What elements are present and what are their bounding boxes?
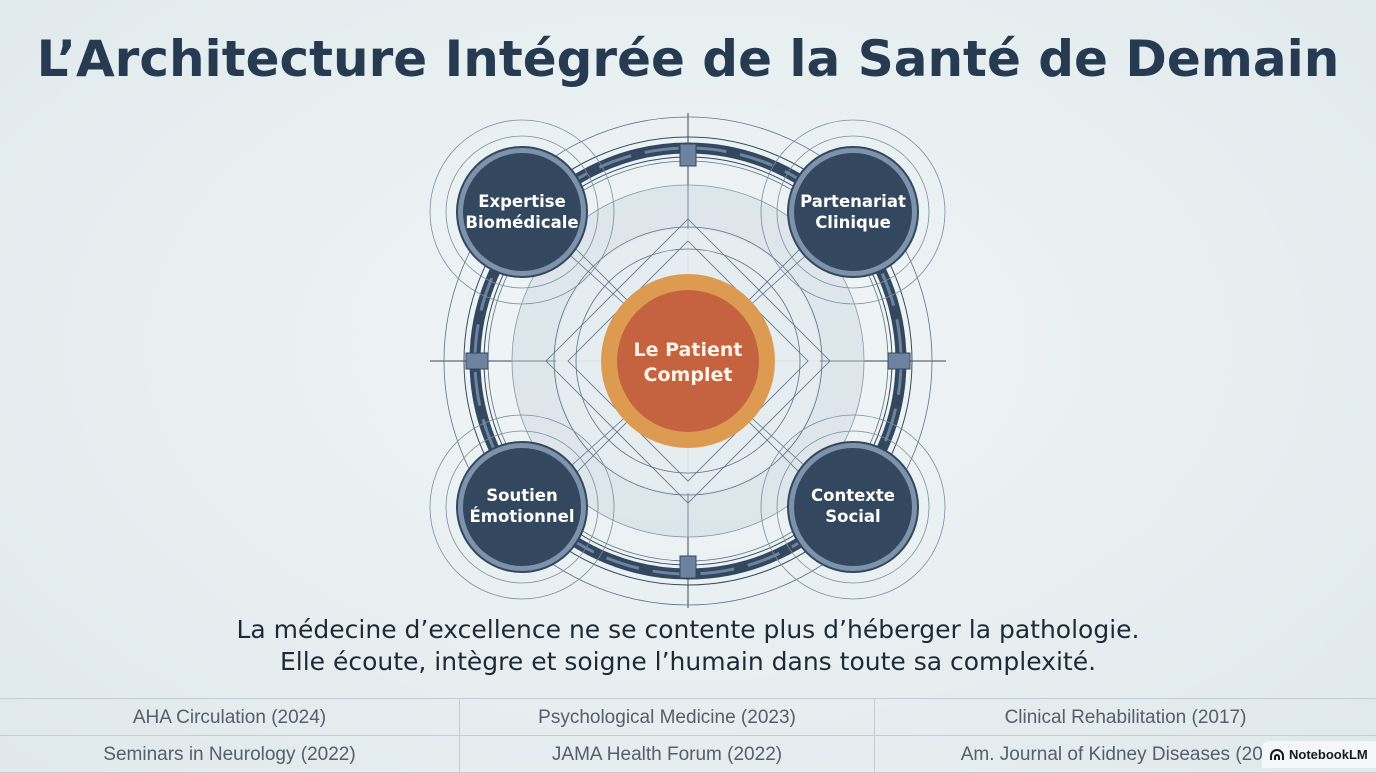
node-soutien — [429, 414, 615, 600]
node-label-partenariat: Partenariat Clinique — [788, 191, 918, 233]
reference-cell: Psychological Medicine (2023) — [460, 699, 875, 736]
reference-cell: Seminars in Neurology (2022) — [0, 736, 460, 773]
node-label-line: Biomédicale — [465, 213, 579, 232]
node-expertise — [429, 119, 615, 305]
notebooklm-logo-icon — [1270, 748, 1284, 760]
tagline-line: Elle écoute, intègre et soigne l’humain … — [279, 647, 1097, 676]
node-label-line: Expertise — [478, 192, 566, 211]
center-node — [617, 290, 759, 432]
outer-ring-outline — [463, 136, 913, 586]
node-contexte — [760, 414, 946, 600]
center-label-line: Complet — [643, 364, 733, 386]
references-table: AHA Circulation (2024) Psychological Med… — [0, 698, 1376, 773]
center-label: Le Patient Complet — [588, 338, 788, 388]
node-label-line: Contexte — [811, 486, 895, 505]
node-label-contexte: Contexte Social — [788, 485, 918, 527]
node-label-line: Soutien — [486, 486, 558, 505]
notebooklm-badge: NotebookLM — [1262, 741, 1376, 768]
node-label-soutien: Soutien Émotionnel — [457, 485, 587, 527]
center-label-line: Le Patient — [633, 339, 743, 361]
reference-cell: Clinical Rehabilitation (2017) — [875, 699, 1376, 736]
brand-label: NotebookLM — [1289, 747, 1368, 762]
node-label-line: Émotionnel — [469, 507, 575, 526]
reference-cell: JAMA Health Forum (2022) — [460, 736, 875, 773]
page-title: L’Architecture Intégrée de la Santé de D… — [36, 30, 1340, 88]
node-label-expertise: Expertise Biomédicale — [457, 191, 587, 233]
node-label-line: Social — [825, 507, 881, 526]
node-partenariat — [760, 119, 946, 305]
node-label-line: Partenariat — [800, 192, 906, 211]
node-label-line: Clinique — [815, 213, 891, 232]
reference-cell: AHA Circulation (2024) — [0, 699, 460, 736]
tagline-line: La médecine d’excellence ne se contente … — [236, 615, 1140, 644]
tagline: La médecine d’excellence ne se contente … — [0, 614, 1376, 678]
ring-joints — [465, 143, 911, 579]
